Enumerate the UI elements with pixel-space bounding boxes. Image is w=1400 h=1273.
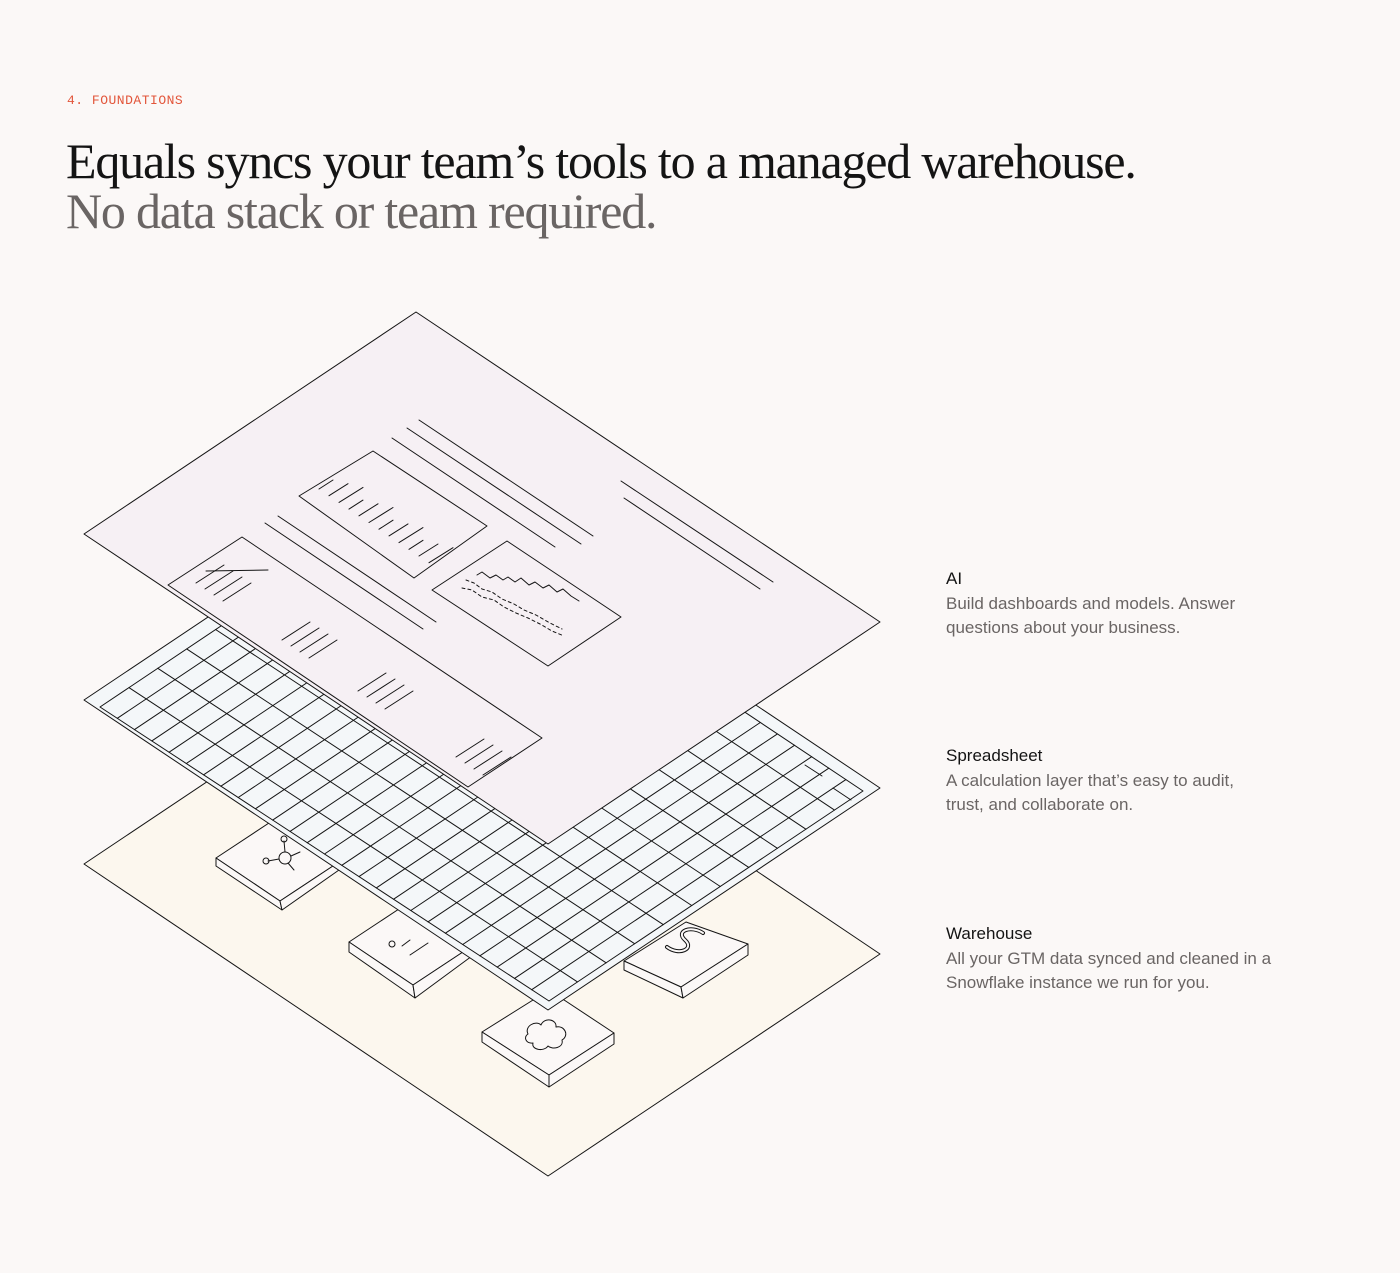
layer-title: AI: [946, 569, 963, 588]
layer-description: A calculation layer that’s easy to audit…: [946, 771, 1234, 814]
layer-info-spreadsheet: Spreadsheet A calculation layer that’s e…: [946, 745, 1276, 817]
section-eyebrow: 4. FOUNDATIONS: [67, 93, 184, 108]
layer-stack-diagram: [83, 311, 881, 1177]
ai-list-panel: [167, 536, 543, 788]
layer-info-ai: AI Build dashboards and models. Answer q…: [946, 568, 1276, 640]
page-headline: Equals syncs your team’s tools to a mana…: [66, 133, 1137, 239]
layer-info-warehouse: Warehouse All your GTM data synced and c…: [946, 923, 1276, 995]
hubspot-icon: [215, 818, 340, 911]
headline-line-2: No data stack or team required.: [66, 183, 658, 239]
ai-line-chart-panel: [431, 540, 622, 667]
layer-description: Build dashboards and models. Answer ques…: [946, 594, 1236, 637]
salesforce-cloud-icon: [481, 989, 615, 1088]
ai-layer: [83, 311, 881, 845]
stripe-s-icon: [623, 921, 749, 999]
ai-text-lines: [264, 419, 774, 630]
layer-title: Warehouse: [946, 924, 1033, 943]
headline-line-1: Equals syncs your team’s tools to a mana…: [66, 133, 1137, 189]
layer-description: All your GTM data synced and cleaned in …: [946, 949, 1272, 992]
layer-title: Spreadsheet: [946, 746, 1043, 765]
ai-bar-panel: [298, 450, 488, 579]
